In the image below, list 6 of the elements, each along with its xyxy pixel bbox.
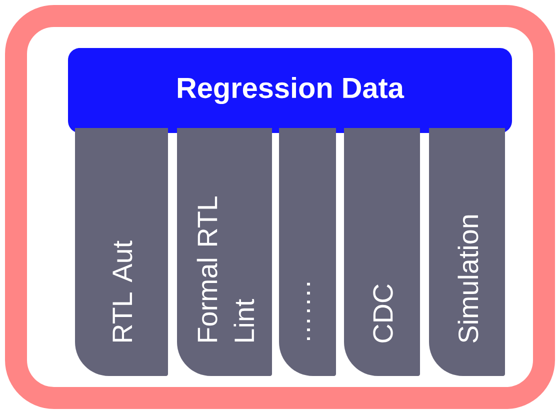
column-box: CDC [344, 128, 420, 376]
column-box: ……. [279, 128, 336, 376]
title-banner: Regression Data [68, 48, 512, 133]
column-box: Simulation [429, 128, 505, 376]
column-box: Formal RTL Lint [177, 128, 272, 376]
column-box: RTL Aut [75, 128, 168, 376]
